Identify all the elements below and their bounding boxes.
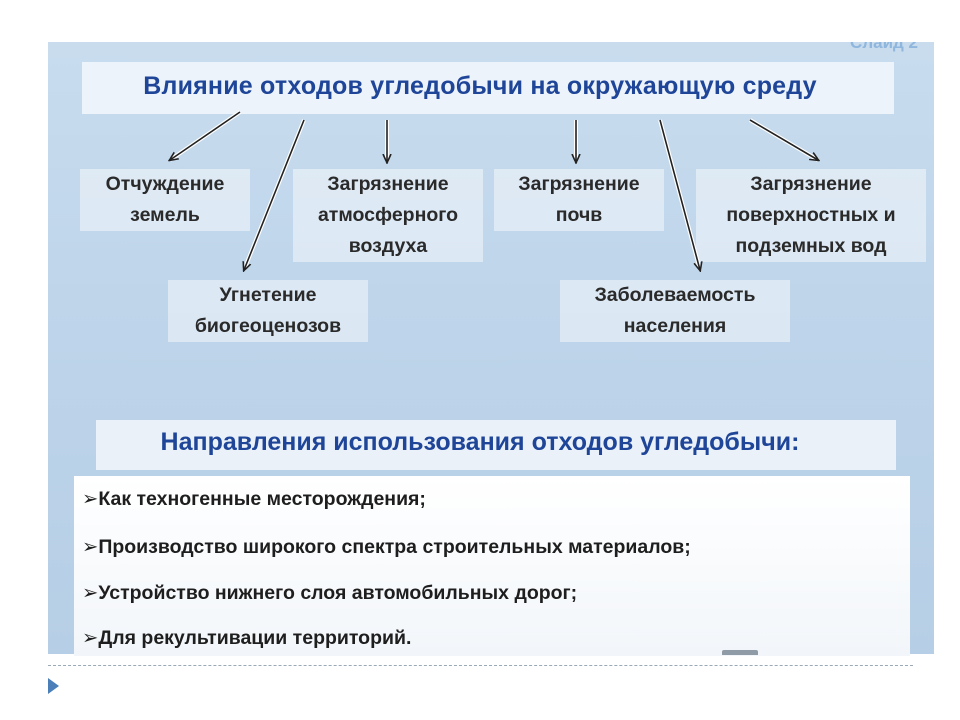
impact-node-air: Загрязнение атмосферного воздуха [293,169,483,262]
impact-node-biocenosis: Угнетение биогеоценозов [168,280,368,342]
impact-node-land: Отчуждение земель [80,169,250,231]
impact-node-water: Загрязнение поверхностных и подземных во… [696,169,926,262]
uses-title-band [96,420,896,470]
impact-node-line: воздуха [348,235,428,257]
list-item-text: Устройство нижнего слоя автомобильных до… [98,582,578,604]
impact-node-line: почв [555,204,603,226]
impact-node-line: Загрязнение [750,173,872,195]
impact-node-line: биогеоценозов [194,315,342,337]
impact-node-line: населения [623,315,727,337]
list-item: ➢Производство широкого спектра строитель… [82,535,691,559]
bullet-arrow-icon: ➢ [82,536,99,558]
impact-node-line: Заболеваемость [594,284,756,306]
list-item-text: Для рекультивации территорий. [98,627,412,649]
impact-node-line: атмосферного [317,204,459,226]
impact-node-soil: Загрязнение почв [494,169,664,231]
list-item-text: Как техногенные месторождения; [98,488,426,510]
document-icon [722,650,758,655]
impact-node-line: Загрязнение [327,173,449,195]
bullet-arrow-icon: ➢ [82,627,99,649]
impact-node-line: подземных вод [735,235,887,257]
impact-node-line: Угнетение [219,284,317,306]
arrow-to-land [170,110,242,160]
footer-divider [48,665,913,666]
list-item: ➢Как техногенные месторождения; [82,487,426,511]
uses-list-panel [74,476,910,656]
uses-title: Направления использования отходов угледо… [160,428,800,456]
arrow-to-morbidity [658,119,700,270]
arrow-to-biocenosis [242,119,306,270]
slide-number-label: Слайд 2 [850,42,918,52]
impact-node-line: Отчуждение [105,173,225,195]
impact-title: Влияние отходов угледобычи на окружающую… [143,72,817,100]
impact-node-line: земель [130,204,200,226]
title-band [82,62,894,114]
impact-node-morbidity: Заболеваемость населения [560,280,790,342]
impact-node-line: поверхностных и [726,204,896,226]
bullet-arrow-icon: ➢ [82,488,99,510]
arrow-to-water [748,118,818,162]
play-triangle-icon [48,678,59,694]
bullet-arrow-icon: ➢ [82,582,99,604]
list-item: ➢Для рекультивации территорий. [82,626,411,650]
list-item: ➢Устройство нижнего слоя автомобильных д… [82,581,577,605]
list-item-text: Производство широкого спектра строительн… [98,536,691,558]
impact-node-line: Загрязнение [518,173,640,195]
